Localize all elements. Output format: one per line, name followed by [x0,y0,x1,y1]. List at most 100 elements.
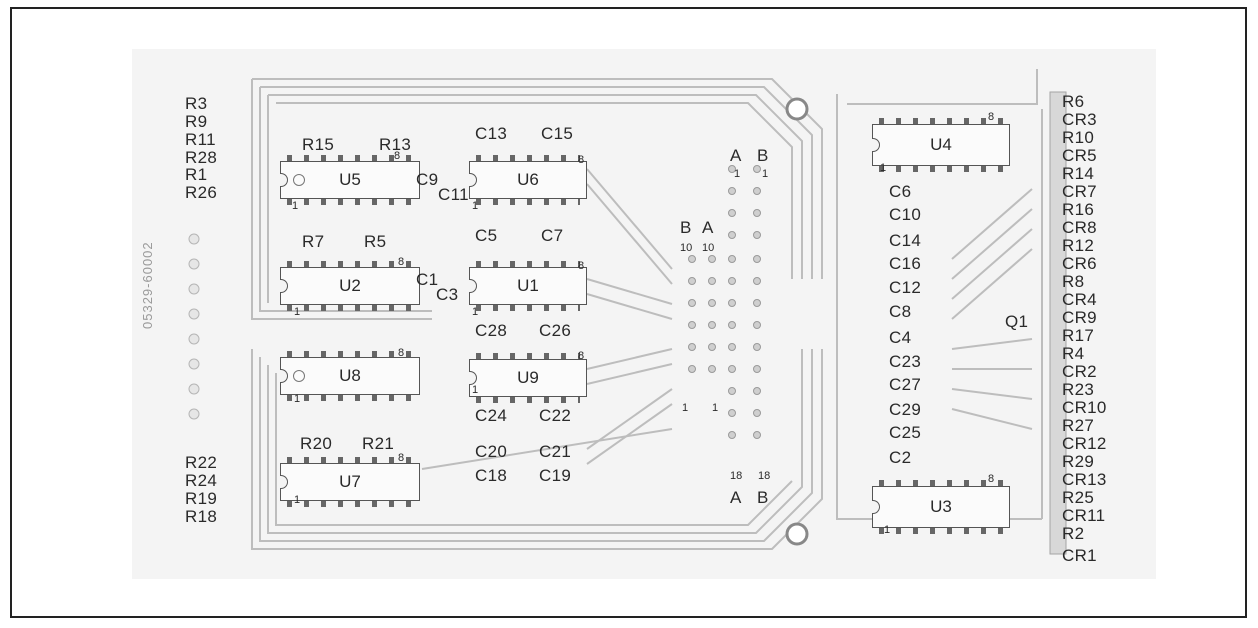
connector-label: A [730,488,742,507]
edge-label-right: CR11 [1062,506,1106,525]
connector-label: A [730,146,742,165]
edge-label-right: CR7 [1062,182,1097,201]
edge-label-right: CR13 [1062,470,1107,489]
chip-u4: U4 [872,118,1010,172]
edge-label-left: R26 [185,183,218,202]
chip-label: U4 [930,135,952,154]
capacitor-label: C2 [889,448,912,467]
edge-label-right: R29 [1062,452,1095,471]
edge-label-right: CR5 [1062,146,1097,165]
chip-u3: U3 [872,480,1010,534]
edge-label-left: R28 [185,148,218,167]
capacitor-label: C29 [889,400,922,419]
chip-u6: U6 [469,155,587,205]
connector-label: B [757,146,769,165]
board-traces [188,69,1067,555]
capacitor-label: C23 [889,352,922,371]
chip-pins [287,351,413,357]
board-marking: 05329-60002 [140,241,155,329]
component-label: R21 [362,434,395,453]
chip-label: U6 [517,170,539,189]
component-label: C28 [475,321,508,340]
capacitor-label: C4 [889,328,912,347]
chip-pins [287,199,413,205]
pin1-label: 1 [294,306,301,318]
chip-label: U8 [339,366,361,385]
component-label: C24 [475,406,508,425]
capacitor-label: C16 [889,254,922,273]
chip-pins [476,155,580,161]
chip-pins [476,199,580,205]
capacitor-label: C14 [889,231,922,250]
edge-label-left: R9 [185,112,208,131]
chip-label: U5 [339,170,361,189]
edge-label-left: R3 [185,94,208,113]
edge-label-right: R14 [1062,164,1095,183]
chip-label: U2 [339,276,361,295]
capacitor-label: C27 [889,375,922,394]
edge-label-left: R24 [185,471,218,490]
connector-label: A [702,218,714,237]
connector-pin-label: 1 [712,402,719,414]
pin1-marker-icon [293,174,305,186]
edge-label-right: R12 [1062,236,1095,255]
chip-u9: U9 [469,353,587,403]
pin8-label: 8 [398,256,405,268]
component-label: C3 [436,285,459,304]
chip-pins [879,118,1003,124]
edge-label-right: CR6 [1062,254,1097,273]
capacitor-label: C12 [889,278,922,297]
chip-pins [879,528,1003,534]
edge-label-right: CR9 [1062,308,1097,327]
chip-pins [476,397,580,403]
chip-pins [476,261,580,267]
edge-label-left: R22 [185,453,218,472]
edge-label-right: CR3 [1062,110,1097,129]
component-label: C19 [539,466,572,485]
capacitor-label: C25 [889,423,922,442]
chip-label: U7 [339,472,361,491]
pin8-label: 8 [988,111,995,123]
component-label: C11 [438,185,469,204]
component-label: R5 [364,232,387,251]
connector-pin-label: 18 [730,470,743,482]
circuit-board: 05329-60002 U5 U6 U2 U1 [132,49,1156,579]
chip-label: U9 [517,368,539,387]
component-label: C15 [541,124,574,143]
edge-label-right: R25 [1062,488,1095,507]
pin8-label: 8 [394,150,401,162]
figure-frame: 05329-60002 U5 U6 U2 U1 [10,7,1247,618]
edge-label-left: R18 [185,507,218,526]
pin1-label: 1 [472,306,479,318]
chip-label: U1 [517,276,539,295]
chip-u5: U5 [280,155,420,205]
component-label: C22 [539,406,572,425]
component-label: C13 [475,124,508,143]
chip-pins [879,166,1003,172]
edge-label-right: R17 [1062,326,1095,345]
chip-u8: U8 [280,351,420,401]
pin1-label: 1 [472,200,479,212]
chip-pins [287,395,413,401]
pin8-label: 8 [578,260,585,272]
edge-label-right: R10 [1062,128,1095,147]
component-label: C26 [539,321,572,340]
pin8-label: 8 [578,350,585,362]
capacitor-label: C8 [889,302,912,321]
chip-u7: U7 [280,457,420,507]
edge-label-right: R27 [1062,416,1095,435]
pin8-label: 8 [988,473,995,485]
chip-pins [287,501,413,507]
transistor-label: Q1 [1005,312,1029,331]
edge-label-right: CR2 [1062,362,1097,381]
component-label: C9 [416,170,439,189]
connector-label: B [757,488,769,507]
edge-label-right: R2 [1062,524,1085,543]
pin1-label: 1 [880,162,887,174]
pin1-marker-icon [293,370,305,382]
chip-pins [287,457,413,463]
edge-label-right: R23 [1062,380,1095,399]
component-label: C20 [475,442,508,461]
edge-label-left: R11 [185,130,216,149]
chip-pins [287,305,413,311]
